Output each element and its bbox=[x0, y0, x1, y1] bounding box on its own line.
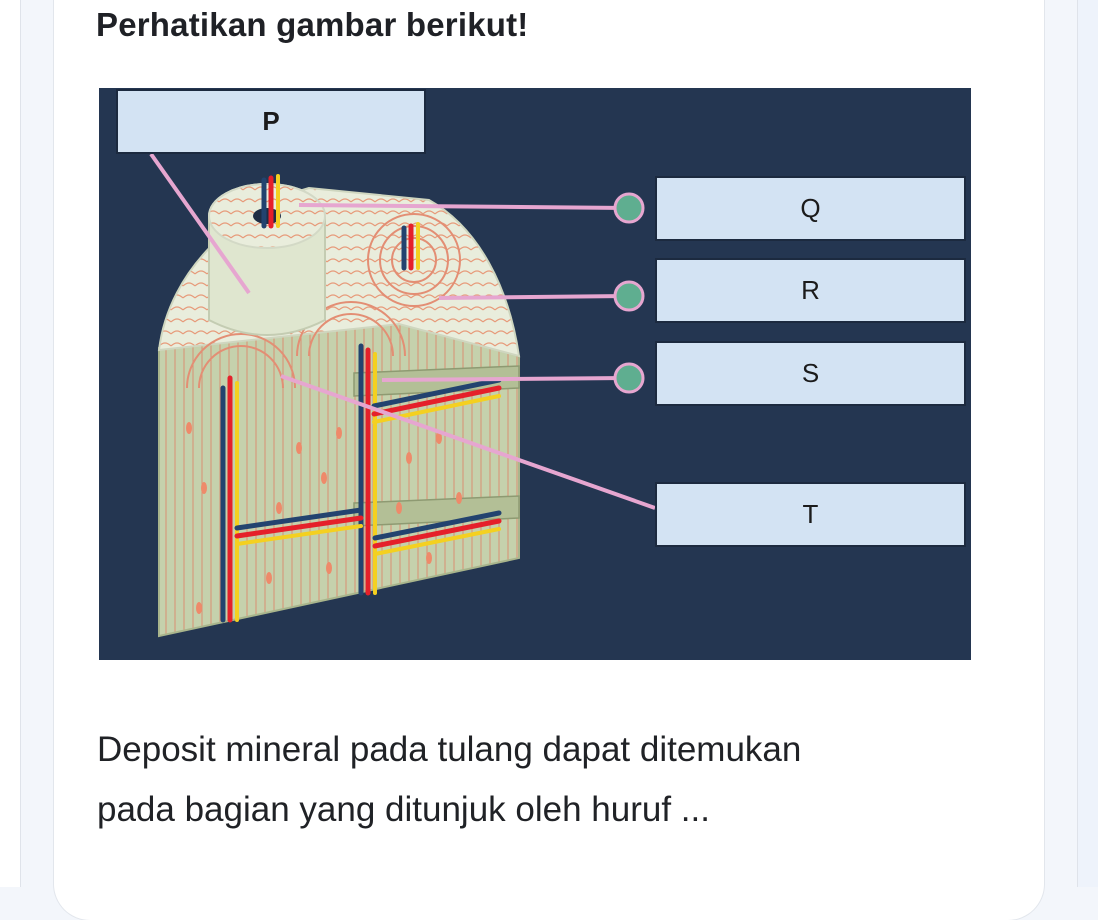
osteocytes bbox=[186, 422, 462, 614]
bone-illustration bbox=[149, 152, 656, 638]
pointer-markers bbox=[613, 192, 645, 394]
label-s: S bbox=[655, 341, 966, 406]
question-text: Deposit mineral pada tulang dapat ditemu… bbox=[97, 720, 997, 840]
blood-vessels bbox=[220, 174, 502, 623]
question-text-line-1: Deposit mineral pada tulang dapat ditemu… bbox=[97, 730, 802, 769]
label-r: R bbox=[655, 258, 966, 323]
leader-lines bbox=[149, 152, 656, 510]
question-title: Perhatikan gambar berikut! bbox=[96, 6, 529, 43]
label-q: Q bbox=[655, 176, 966, 241]
bone-diagram: P Q R S T bbox=[99, 88, 971, 660]
left-window-edge bbox=[0, 0, 21, 887]
label-t: T bbox=[655, 482, 966, 547]
right-window-edge bbox=[1077, 0, 1098, 887]
bone-wedge bbox=[157, 183, 521, 638]
question-text-line-2: pada bagian yang ditunjuk oleh huruf ... bbox=[97, 790, 710, 829]
label-p: P bbox=[116, 89, 426, 154]
